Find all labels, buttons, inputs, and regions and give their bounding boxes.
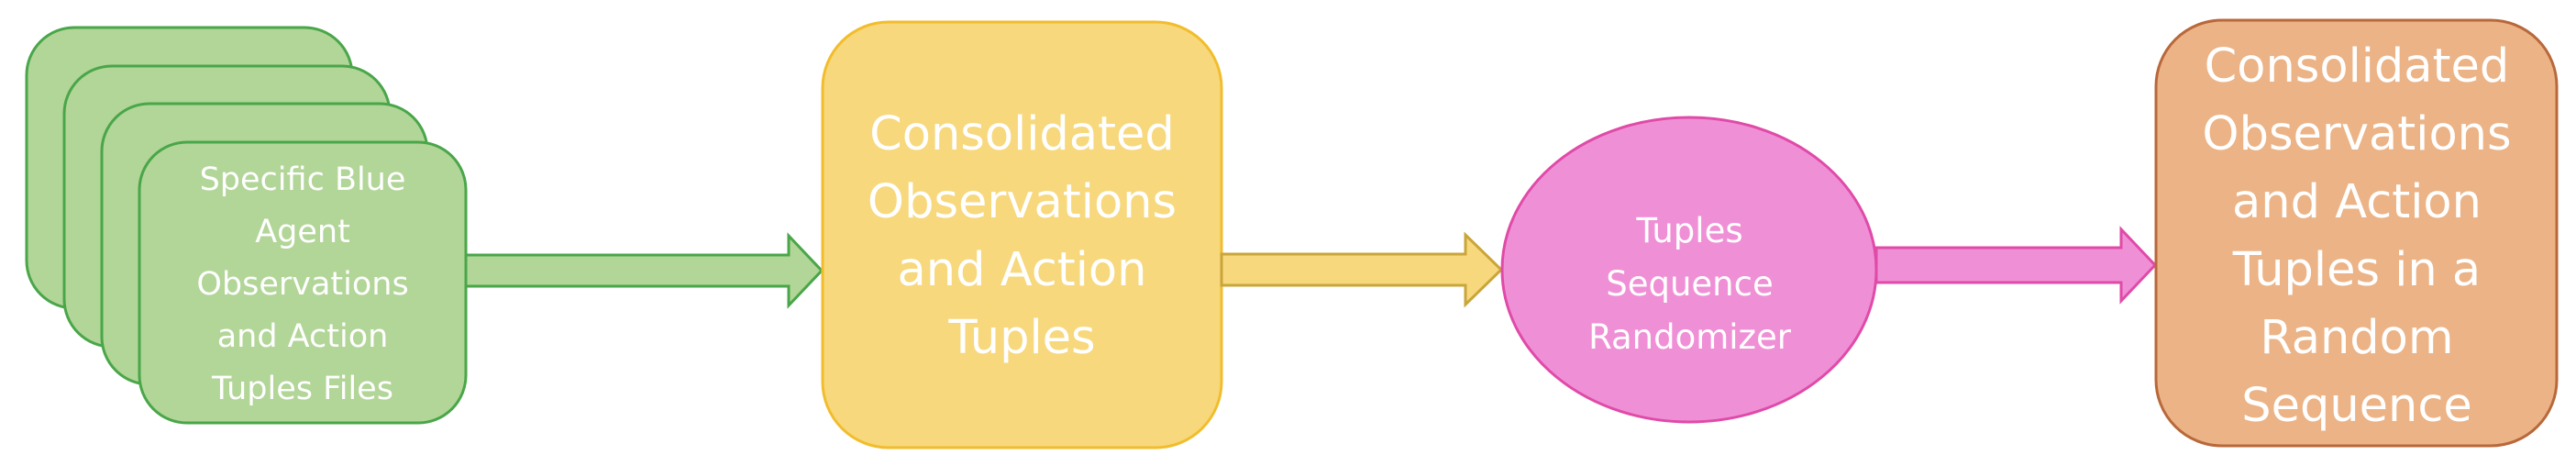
arrow-randomizer-to-random-sequence: [1874, 226, 2158, 305]
consolidated-label-text: Consolidated Observations and Action Tup…: [867, 107, 1177, 365]
consolidated-label: Consolidated Observations and Action Tup…: [823, 26, 1222, 448]
arrow-files-to-consolidated: [464, 232, 824, 309]
files-label: Specific Blue Agent Observations and Act…: [142, 147, 463, 422]
randomizer-label-text: Tuples Sequence Randomizer: [1588, 211, 1791, 357]
files-label-text: Specific Blue Agent Observations and Act…: [196, 161, 409, 407]
randomizer-label: Tuples Sequence Randomizer: [1504, 147, 1875, 422]
consolidated-tuples-box: [821, 20, 1223, 449]
random-sequence-label: Consolidated Observations and Action Tup…: [2155, 26, 2559, 448]
random-sequence-box: [2154, 18, 2559, 448]
arrow-consolidated-to-randomizer: [1220, 231, 1504, 308]
random-sequence-label-text: Consolidated Observations and Action Tup…: [2202, 39, 2512, 433]
